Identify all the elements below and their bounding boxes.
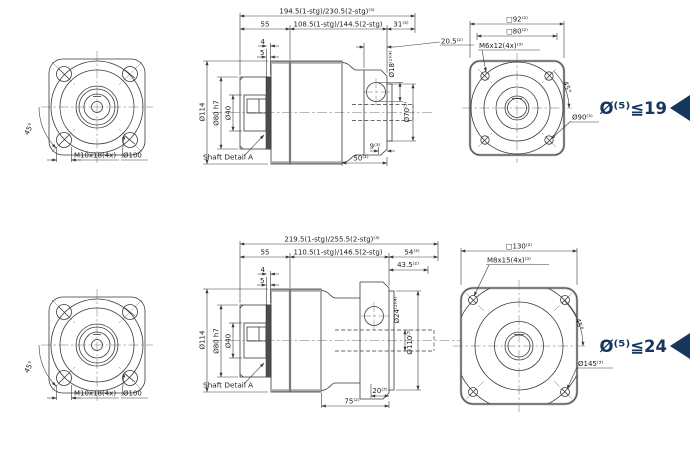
bolt-hole: [122, 66, 138, 82]
front-view-top: 45° M10x18(4x) Ø100: [23, 51, 153, 163]
dim-square-outer: □130⁽²⁾: [506, 243, 533, 251]
dim-5: 5: [260, 49, 264, 57]
bolt-hole: [56, 370, 72, 386]
dim-9: 9⁽³⁾: [370, 143, 381, 151]
left-triangle-icon: [670, 333, 690, 359]
rear-view-top: □92⁽²⁾ □80⁽²⁾ M6x12(4x)⁽³⁾ 45° Ø90⁽³⁾: [462, 16, 599, 163]
rear-pilot: [388, 290, 395, 391]
front-bolt-label: M10x18(4x): [74, 390, 116, 398]
dim-dia-bolt-circle: Ø145⁽³⁾: [578, 360, 603, 368]
dim-flange-thickness: 20.5⁽²⁾: [441, 38, 463, 46]
dim-4: 4: [261, 38, 266, 46]
screw-hole: [468, 387, 478, 397]
gearbox-body: [270, 60, 343, 165]
variant-callout-top: Ø⁽⁵⁾≦19: [599, 95, 690, 121]
front-bolt-circle-label: Ø100: [123, 390, 142, 398]
variant-label: Ø⁽⁵⁾≦19: [599, 99, 667, 118]
dim-dia-bolt-circle: Ø90⁽³⁾: [572, 114, 593, 122]
screw-hole: [468, 295, 478, 305]
dim-adapter-length: 31⁽³⁾: [393, 21, 408, 29]
flange-outline: [48, 58, 146, 156]
rear-angle-label: 45°: [561, 80, 573, 94]
screw-hole: [544, 135, 554, 145]
dim-dia-pilot-rear: Ø70⁽³⁾: [403, 101, 411, 122]
screw-hole: [560, 387, 570, 397]
dim-total-length: 219.5(1-stg)/255.5(2-stg)⁽³⁾: [284, 236, 380, 244]
rear-view-bottom: □130⁽²⁾ M8x15(4x)⁽³⁾ 45° Ø145⁽³⁾: [453, 243, 613, 412]
dim-dia-pilot-front: Ø80 h7: [213, 328, 221, 354]
front-bolt-circle-label: Ø100: [123, 152, 142, 160]
rear-bolts-label: M6x12(4x)⁽³⁾: [479, 42, 523, 50]
dim-body-length: 110.5(1-stg)/146.5(2-stg): [294, 249, 383, 257]
dim-shaft-length: 55: [261, 249, 270, 257]
dim-dia-shaft: Ø40: [225, 334, 233, 348]
dim-dia-body: Ø114: [199, 330, 207, 349]
dim-75: 75⁽²⁾: [344, 398, 359, 406]
dim-dia-body: Ø114: [199, 102, 207, 121]
shaft-detail-label: Shaft Detail A: [203, 153, 253, 162]
dim-dia-pilot-rear: Ø110⁽³⁾: [406, 329, 414, 354]
bolt-hole: [122, 304, 138, 320]
side-view-bottom: Ø114 Ø80 h7 Ø40 219.5(1-stg)/255.5(2-stg…: [199, 236, 460, 408]
variant-label: Ø⁽⁵⁾≦24: [599, 337, 667, 356]
front-angle-label: 45°: [23, 360, 36, 375]
motor-flange-outline: [460, 287, 578, 405]
left-triangle-icon: [670, 95, 690, 121]
side-view-top: Ø114 Ø80 h7 Ø40 194.5(1-stg)/230.5(2-stg…: [199, 8, 474, 166]
top-row: 45° M10x18(4x) Ø100: [23, 8, 690, 166]
variant-callout-bottom: Ø⁽⁵⁾≦24: [599, 333, 690, 359]
dim-5: 5: [260, 277, 264, 285]
dim-50: 50⁽²⁾: [353, 155, 368, 163]
bolt-hole: [56, 132, 72, 148]
bottom-row: 45° M10x18(4x) Ø100: [23, 236, 690, 412]
dim-dia-bore: Ø24⁽¹⁾⁽⁴⁾: [393, 296, 401, 323]
dim-dia-pilot-front: Ø80 h7: [213, 100, 221, 126]
dim-4: 4: [261, 266, 266, 274]
screw-hole: [544, 71, 554, 81]
dim-shaft-length: 55: [261, 21, 270, 29]
dim-square-outer: □92⁽²⁾: [506, 16, 528, 24]
rear-bolts-label: M8x15(4x)⁽³⁾: [487, 257, 531, 265]
bolt-hole: [56, 304, 72, 320]
motor-flange-outline: [469, 60, 565, 156]
dim-43-5: 43.5⁽²⁾: [397, 261, 419, 269]
front-bolt-label: M10x18(4x): [74, 152, 116, 160]
dim-body-length: 108.5(1-stg)/144.5(2-stg): [294, 21, 383, 29]
front-view-bottom: 45° M10x18(4x) Ø100: [23, 289, 153, 401]
screw-hole: [480, 135, 490, 145]
flange-outline: [48, 296, 146, 394]
dim-adapter-length: 54⁽³⁾: [404, 249, 419, 257]
dim-square-inner: □80⁽²⁾: [506, 28, 528, 36]
front-angle-label: 45°: [23, 122, 36, 137]
dim-dia-shaft: Ø40: [225, 106, 233, 120]
screw-hole: [560, 295, 570, 305]
bolt-hole: [56, 66, 72, 82]
dim-20: 20⁽³⁾: [372, 387, 387, 395]
dim-dia-bore: Ø18⁽¹⁾⁽⁴⁾: [388, 50, 396, 77]
bolt-hole: [122, 370, 138, 386]
bolt-hole: [122, 132, 138, 148]
rear-angle-label: 45°: [573, 317, 584, 331]
dim-total-length: 194.5(1-stg)/230.5(2-stg)⁽³⁾: [279, 8, 375, 16]
gearbox-body: [270, 288, 322, 393]
shaft-detail-label: Shaft Detail A: [203, 381, 253, 390]
